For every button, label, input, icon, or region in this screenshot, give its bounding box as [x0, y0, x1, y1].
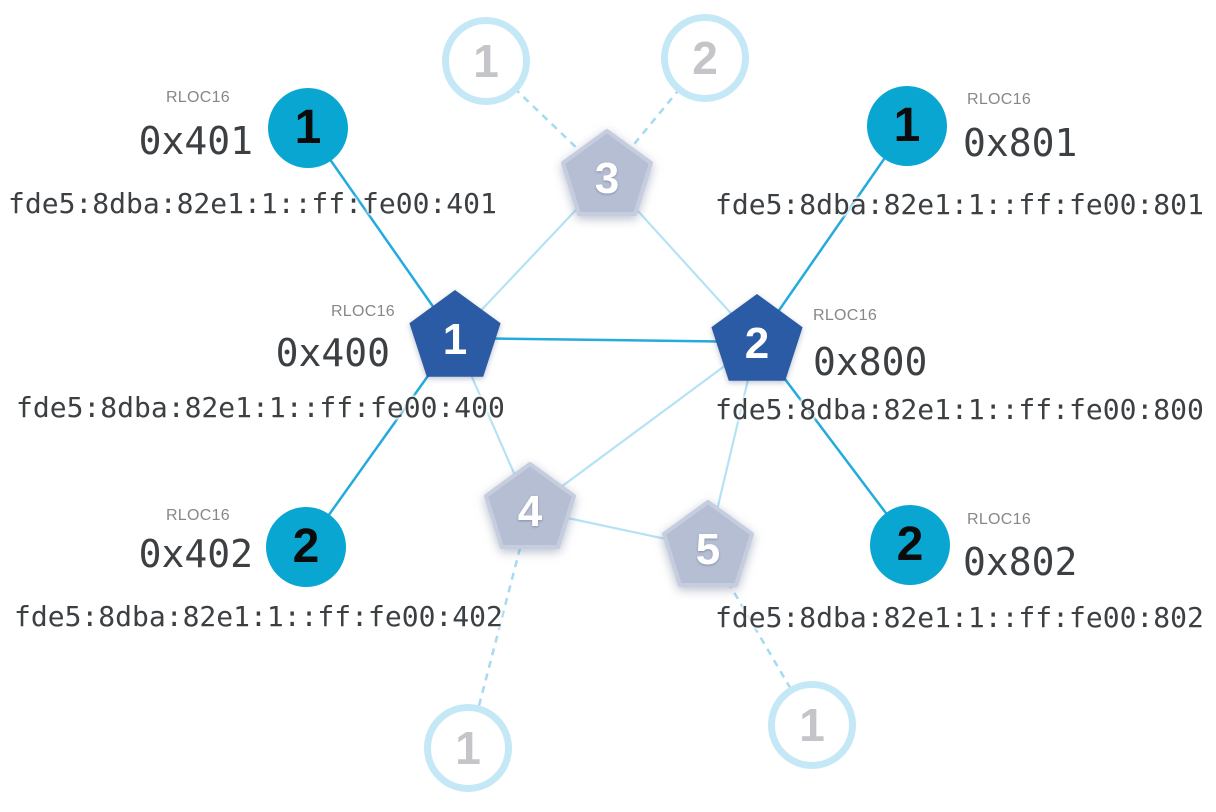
rloc16-value-child802: 0x802: [963, 540, 1078, 584]
node-number: 4: [517, 487, 543, 536]
pentagon-shape-icon: [662, 500, 754, 587]
ipv6-address-child402: fde5:8dba:82e1:1::ff:fe00:402: [14, 600, 503, 633]
rloc16-value-child401: 0x401: [138, 119, 253, 163]
pentagon-shape-icon: [561, 129, 653, 216]
ipv6-address-child802: fde5:8dba:82e1:1::ff:fe00:802: [715, 601, 1204, 634]
rloc16-value-child801: 0x801: [963, 121, 1078, 165]
rloc16-caption-child801: RLOC16: [967, 91, 1032, 108]
router-node-1[interactable]: 1: [403, 288, 507, 388]
faded-router-node-5[interactable]: 5: [656, 498, 760, 598]
rloc16-caption-child402: RLOC16: [165, 507, 230, 524]
faded-child-node-top-1[interactable]: 1: [442, 17, 530, 105]
ipv6-address-child801: fde5:8dba:82e1:1::ff:fe00:801: [715, 188, 1204, 221]
node-number: 2: [744, 319, 770, 368]
link-router1-child401: [306, 127, 457, 339]
node-number: 1: [473, 35, 499, 87]
node-number: 1: [442, 315, 468, 364]
faded-child-node-bottom-2[interactable]: 1: [768, 681, 856, 769]
rloc16-caption-router2: RLOC16: [813, 307, 878, 324]
rloc16-value-router2: 0x800: [813, 340, 928, 384]
node-number: 2: [896, 518, 924, 571]
child-node-402[interactable]: 2: [266, 507, 346, 587]
child-node-401[interactable]: 1: [268, 88, 348, 168]
rloc16-value-child402: 0x402: [138, 532, 253, 576]
faded-router-node-4[interactable]: 4: [478, 460, 582, 560]
ipv6-address-router1: fde5:8dba:82e1:1::ff:fe00:400: [16, 391, 505, 424]
node-number: 1: [799, 699, 825, 751]
link-router2-router4: [529, 341, 758, 511]
child-node-802[interactable]: 2: [870, 505, 950, 585]
ipv6-address-child401: fde5:8dba:82e1:1::ff:fe00:401: [8, 187, 497, 220]
pentagon-shape-icon: [409, 290, 501, 377]
pentagon-shape-icon: [484, 462, 576, 549]
rloc16-value-router1: 0x400: [275, 331, 390, 375]
child-node-801[interactable]: 1: [867, 86, 947, 166]
rloc16-caption-router1: RLOC16: [330, 303, 395, 320]
link-router1-router2: [454, 336, 758, 344]
faded-child-node-top-2[interactable]: 2: [661, 14, 749, 102]
ipv6-address-router2: fde5:8dba:82e1:1::ff:fe00:800: [715, 393, 1204, 426]
node-number: 5: [695, 525, 721, 574]
node-number: 1: [294, 101, 322, 154]
node-number: 2: [292, 520, 320, 573]
link-router2-child801: [755, 125, 909, 343]
node-number: 1: [455, 722, 481, 774]
rloc16-caption-child401: RLOC16: [165, 89, 230, 106]
node-number: 1: [893, 99, 921, 152]
pentagon-shape-icon: [711, 294, 803, 381]
link-router4-fadedBottom1: [466, 509, 532, 749]
rloc16-caption-child802: RLOC16: [967, 511, 1032, 528]
faded-child-node-bottom-1[interactable]: 1: [424, 704, 512, 792]
node-number: 3: [594, 154, 620, 203]
router-node-2[interactable]: 2: [705, 292, 809, 392]
faded-router-node-3[interactable]: 3: [555, 127, 659, 227]
node-number: 2: [692, 32, 718, 84]
